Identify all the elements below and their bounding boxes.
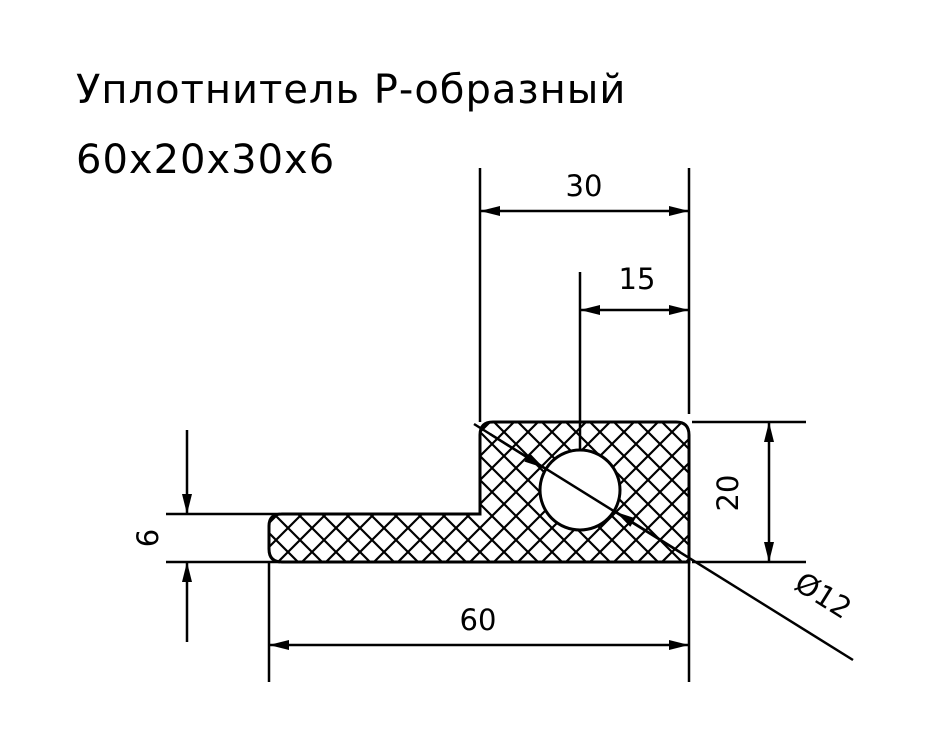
dim-text-diameter: Ø12	[789, 565, 858, 625]
title-line-1: Уплотнитель Р-образный	[76, 67, 627, 113]
dim-text-20: 20	[711, 475, 745, 512]
dim-text-15: 15	[619, 262, 656, 296]
profile-section	[267, 420, 691, 564]
diameter-arrow-1	[489, 432, 545, 470]
dim-text-60: 60	[460, 603, 497, 637]
dim-text-30: 30	[566, 169, 603, 203]
dim-text-6: 6	[131, 529, 165, 547]
diameter-arrow-2	[615, 510, 681, 554]
title-line-2: 60x20x30x6	[76, 137, 336, 183]
extension-lines	[166, 168, 806, 682]
